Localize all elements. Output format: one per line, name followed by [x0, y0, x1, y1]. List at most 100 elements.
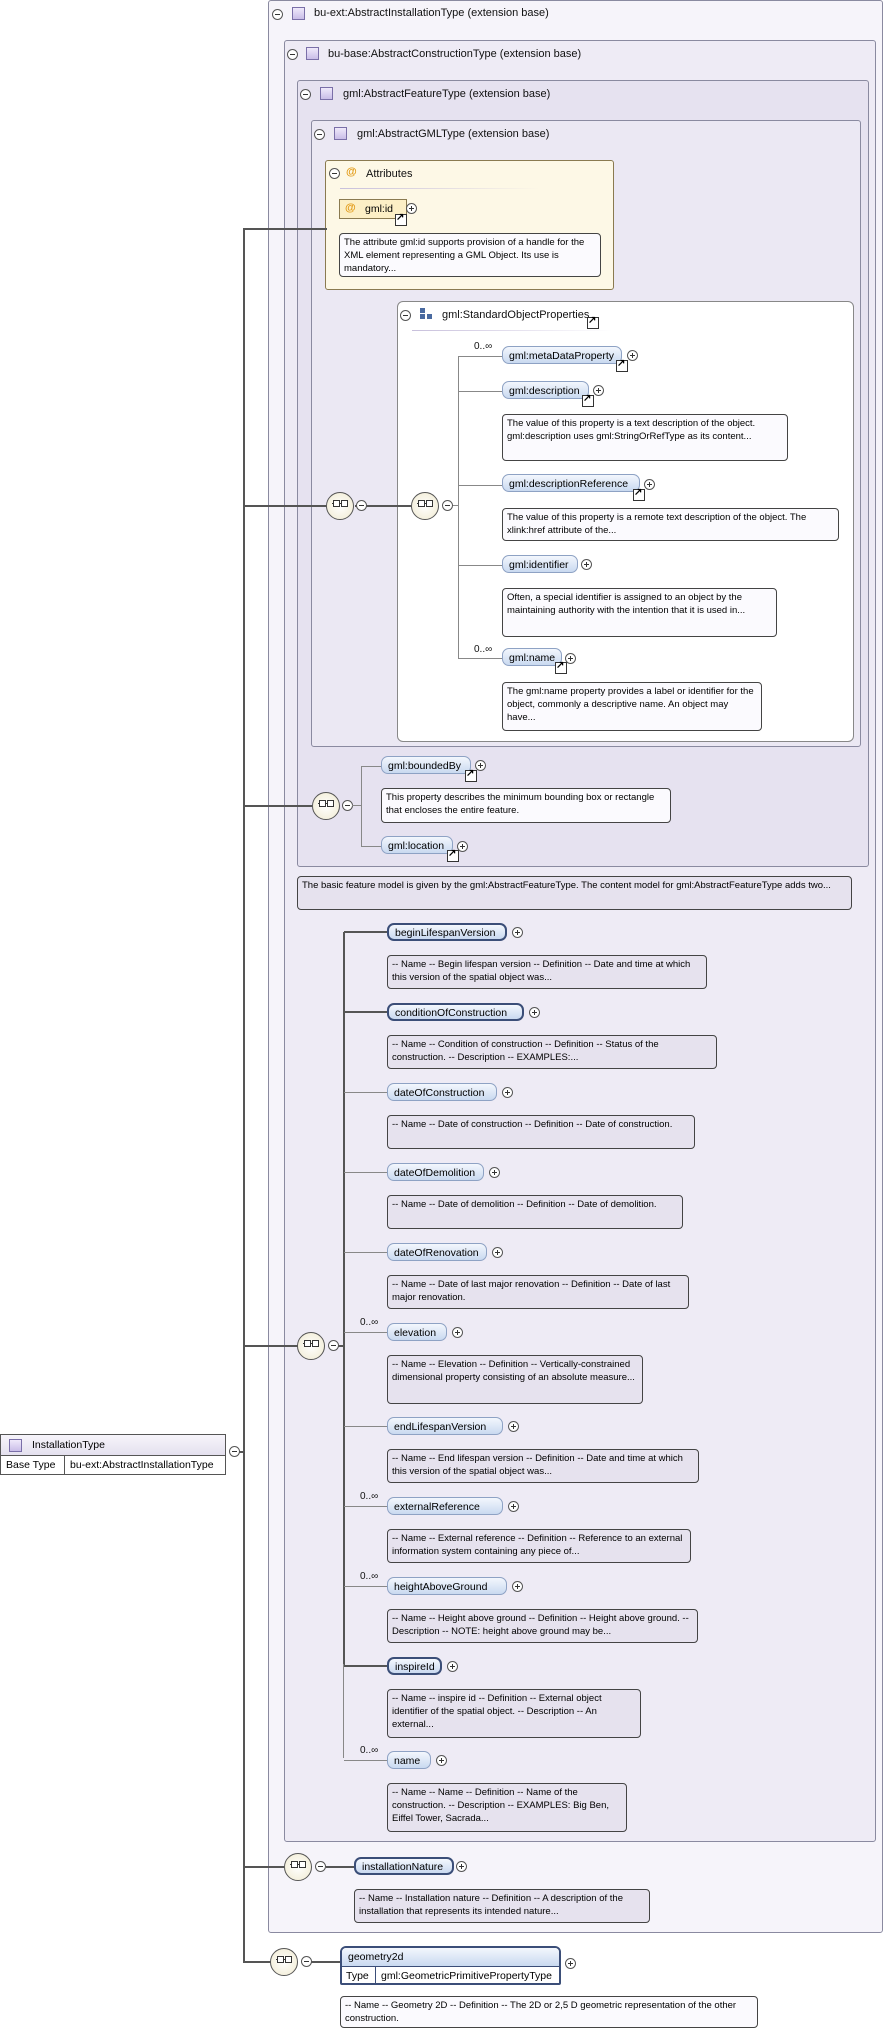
separator	[412, 330, 612, 331]
element-doc: -- Name -- Height above ground -- Defini…	[387, 1609, 698, 1643]
element-gml-location[interactable]: gml:location	[381, 836, 453, 854]
complex-type-icon	[292, 7, 305, 20]
element-doc: -- Name -- Date of demolition -- Definit…	[387, 1195, 683, 1229]
sequence-icon	[284, 1853, 312, 1881]
root-header	[1, 1435, 225, 1456]
element-heightaboveground[interactable]: heightAboveGround	[387, 1577, 507, 1595]
occurrence-label: 0..∞	[360, 1571, 379, 1582]
reference-icon	[447, 848, 459, 862]
connector	[344, 1665, 387, 1667]
element-gml-descriptionreference[interactable]: gml:descriptionReference	[502, 474, 640, 492]
element-doc: -- Name -- Condition of construction -- …	[387, 1035, 717, 1069]
expand-icon[interactable]	[406, 203, 417, 214]
element-gml-name[interactable]: gml:name	[502, 648, 562, 666]
collapse-icon[interactable]	[272, 9, 283, 20]
collapse-icon[interactable]	[442, 500, 453, 511]
element-doc: The gml:name property provides a label o…	[502, 682, 762, 731]
expand-icon[interactable]	[492, 1247, 503, 1258]
sequence-icon	[312, 792, 340, 820]
expand-icon[interactable]	[447, 1661, 458, 1672]
base-type-value: bu-ext:AbstractInstallationType	[70, 1459, 214, 1471]
root-type-box[interactable]: InstallationType Base Type bu-ext:Abstra…	[0, 1434, 226, 1475]
element-doc: -- Name -- inspire id -- Definition -- E…	[387, 1689, 641, 1738]
element-gml-description[interactable]: gml:description	[502, 381, 589, 399]
element-dateofrenovation[interactable]: dateOfRenovation	[387, 1243, 487, 1261]
connector	[311, 1961, 341, 1963]
element-inspireid[interactable]: inspireId	[387, 1657, 442, 1675]
expand-icon[interactable]	[512, 1581, 523, 1592]
expand-icon[interactable]	[627, 350, 638, 361]
connector	[245, 1345, 298, 1347]
expand-icon[interactable]	[452, 1327, 463, 1338]
sequence-icon	[297, 1332, 325, 1360]
element-gml-metadataproperty[interactable]: gml:metaDataProperty	[502, 346, 622, 364]
feature-type-doc: The basic feature model is given by the …	[297, 876, 852, 910]
element-endlifespanversion[interactable]: endLifespanVersion	[387, 1417, 503, 1435]
connector	[458, 658, 502, 659]
element-doc: -- Name -- Date of last major renovation…	[387, 1275, 689, 1309]
expand-icon[interactable]	[529, 1007, 540, 1018]
element-elevation[interactable]: elevation	[387, 1323, 447, 1341]
connector	[344, 1586, 387, 1587]
connector	[338, 1345, 344, 1347]
attribute-icon: @	[345, 202, 356, 214]
element-beginlifespanversion[interactable]: beginLifespanVersion	[387, 923, 507, 941]
element-gml-identifier[interactable]: gml:identifier	[502, 555, 578, 573]
expand-icon[interactable]	[456, 1861, 467, 1872]
divider	[375, 1967, 376, 1983]
collapse-icon[interactable]	[287, 49, 298, 60]
element-doc: -- Name -- External reference -- Definit…	[387, 1529, 691, 1563]
element-installationnature[interactable]: installationNature	[354, 1857, 454, 1875]
connector	[344, 1426, 387, 1427]
occurrence-label: 0..∞	[360, 1745, 379, 1756]
complex-type-icon	[9, 1439, 22, 1452]
element-dateofconstruction[interactable]: dateOfConstruction	[387, 1083, 497, 1101]
expand-icon[interactable]	[565, 1958, 576, 1969]
expand-icon[interactable]	[508, 1501, 519, 1512]
connector	[458, 356, 459, 658]
expand-icon[interactable]	[489, 1167, 500, 1178]
collapse-icon[interactable]	[400, 310, 411, 321]
group-icon	[420, 308, 434, 320]
collapse-icon[interactable]	[314, 129, 325, 140]
element-conditionofconstruction[interactable]: conditionOfConstruction	[387, 1003, 524, 1021]
collapse-icon[interactable]	[229, 1446, 240, 1457]
connector	[344, 1332, 387, 1333]
connector	[344, 1252, 387, 1253]
connector	[245, 1866, 284, 1868]
collapse-icon[interactable]	[315, 1861, 326, 1872]
element-gml-boundedby[interactable]: gml:boundedBy	[381, 756, 471, 774]
extension-label: bu-base:AbstractConstructionType (extens…	[328, 48, 582, 60]
element-externalreference[interactable]: externalReference	[387, 1497, 503, 1515]
expand-icon[interactable]	[512, 927, 523, 938]
expand-icon[interactable]	[457, 841, 468, 852]
reference-icon	[616, 358, 628, 372]
reference-icon	[395, 212, 407, 226]
expand-icon[interactable]	[565, 653, 576, 664]
element-dateofdemolition[interactable]: dateOfDemolition	[387, 1163, 484, 1181]
expand-icon[interactable]	[593, 385, 604, 396]
collapse-icon[interactable]	[356, 500, 367, 511]
expand-icon[interactable]	[502, 1087, 513, 1098]
expand-icon[interactable]	[581, 559, 592, 570]
attribute-name: gml:id	[365, 203, 394, 215]
element-doc: -- Name -- Begin lifespan version -- Def…	[387, 955, 707, 989]
collapse-icon[interactable]	[329, 168, 340, 179]
collapse-icon[interactable]	[300, 89, 311, 100]
element-geometry2d[interactable]: geometry2d Type gml:GeometricPrimitivePr…	[340, 1946, 561, 1985]
expand-icon[interactable]	[508, 1421, 519, 1432]
element-doc: -- Name -- Installation nature -- Defini…	[354, 1889, 650, 1923]
expand-icon[interactable]	[436, 1755, 447, 1766]
element-name[interactable]: name	[387, 1751, 431, 1769]
connector	[361, 766, 362, 847]
connector	[361, 846, 381, 847]
occurrence-label: 0..∞	[360, 1491, 379, 1502]
element-doc: -- Name -- Date of construction -- Defin…	[387, 1115, 695, 1149]
connector	[326, 1866, 354, 1868]
expand-icon[interactable]	[644, 479, 655, 490]
connector	[352, 805, 362, 806]
expand-icon[interactable]	[475, 760, 486, 771]
complex-type-icon	[320, 87, 333, 100]
attribute-icon: @	[346, 166, 357, 178]
connector	[458, 391, 502, 392]
